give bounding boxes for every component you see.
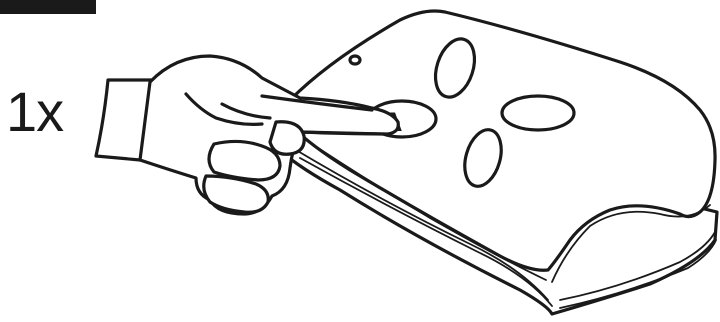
hand-curled-finger-1 bbox=[270, 122, 304, 154]
remote-control: A bbox=[282, 11, 717, 314]
remote-button-right[interactable] bbox=[502, 96, 574, 130]
remote-led-indicator bbox=[350, 56, 360, 64]
